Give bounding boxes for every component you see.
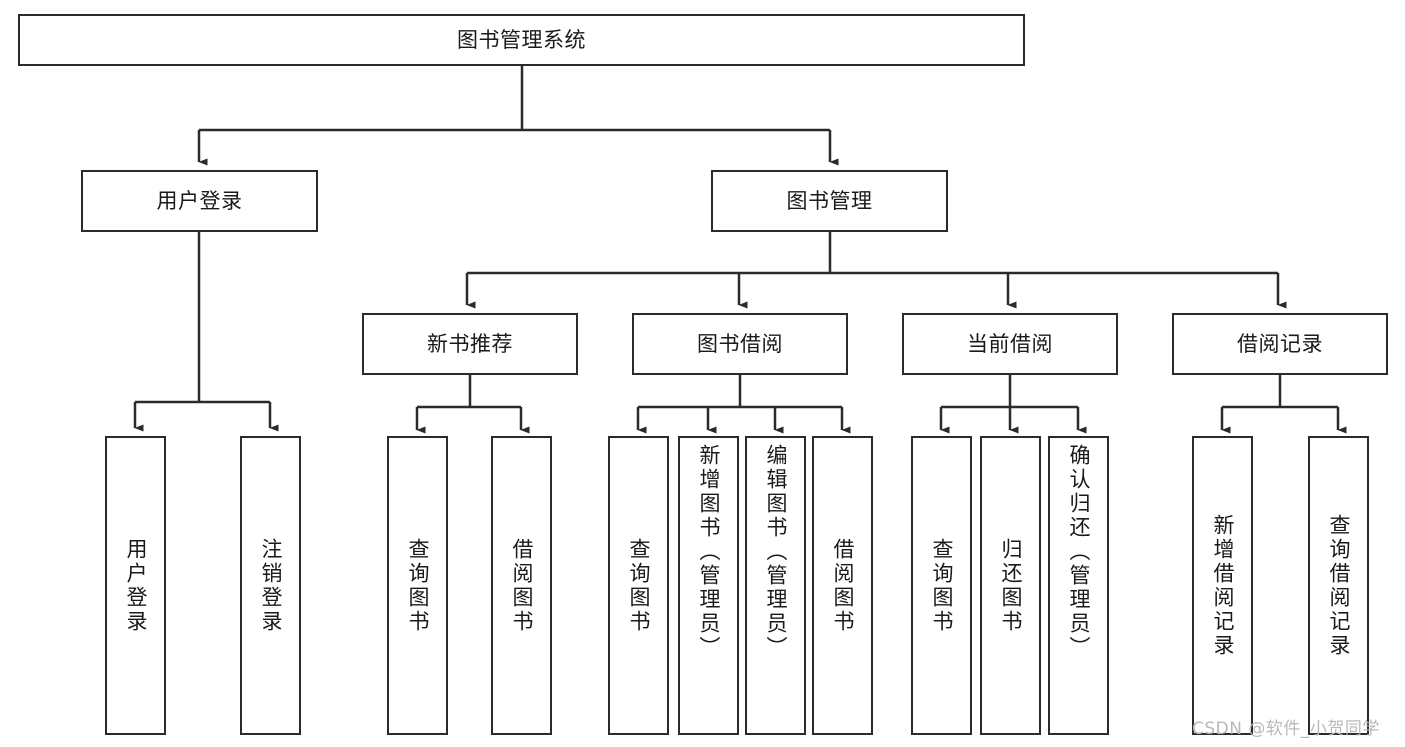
- node-leaf-edit-book[interactable]: 编辑图书（管理员）: [745, 436, 806, 735]
- node-leaf-return-book[interactable]: 归还图书: [980, 436, 1041, 735]
- node-book-borrow[interactable]: 图书借阅: [632, 313, 848, 375]
- node-leaf-add-record-label: 新增借阅记录: [1211, 513, 1235, 658]
- connector-group-borrow-record: [1220, 375, 1347, 434]
- node-leaf-borrow-book-2-label: 借阅图书: [831, 537, 855, 634]
- node-leaf-add-book-label: 新增图书（管理员）: [697, 444, 721, 660]
- node-leaf-borrow-book-1[interactable]: 借阅图书: [491, 436, 552, 735]
- node-user-login[interactable]: 用户登录: [81, 170, 318, 232]
- node-leaf-add-book[interactable]: 新增图书（管理员）: [678, 436, 739, 735]
- connector-group-user-login: [133, 232, 279, 432]
- node-leaf-query-book-2-label: 查询图书: [627, 537, 651, 634]
- node-leaf-confirm-return-label: 确认归还（管理员）: [1067, 444, 1091, 660]
- node-borrow-record-label: 借阅记录: [1237, 331, 1323, 356]
- node-book-borrow-label: 图书借阅: [697, 331, 783, 356]
- node-new-book-recommend[interactable]: 新书推荐: [362, 313, 578, 375]
- node-leaf-query-book-1-label: 查询图书: [406, 537, 430, 634]
- node-leaf-add-record[interactable]: 新增借阅记录: [1192, 436, 1253, 735]
- connector-group-current-borrow: [939, 375, 1087, 434]
- node-leaf-query-book-3[interactable]: 查询图书: [911, 436, 972, 735]
- connector-group-new-book-recommend: [415, 375, 530, 434]
- node-borrow-record[interactable]: 借阅记录: [1172, 313, 1388, 375]
- node-leaf-edit-book-label: 编辑图书（管理员）: [764, 444, 788, 660]
- node-leaf-borrow-book-1-label: 借阅图书: [510, 537, 534, 634]
- node-leaf-borrow-book-2[interactable]: 借阅图书: [812, 436, 873, 735]
- node-current-borrow[interactable]: 当前借阅: [902, 313, 1118, 375]
- node-leaf-return-book-label: 归还图书: [999, 537, 1023, 634]
- node-root-label: 图书管理系统: [457, 27, 586, 52]
- node-book-manage-label: 图书管理: [786, 188, 873, 213]
- node-leaf-query-book-1[interactable]: 查询图书: [387, 436, 448, 735]
- node-leaf-query-book-3-label: 查询图书: [930, 537, 954, 634]
- connector-group-book-borrow: [636, 375, 851, 434]
- node-leaf-logout-label: 注销登录: [259, 537, 283, 634]
- node-leaf-query-record-label: 查询借阅记录: [1327, 513, 1351, 658]
- node-leaf-query-record[interactable]: 查询借阅记录: [1308, 436, 1369, 735]
- node-leaf-user-login-label: 用户登录: [124, 537, 148, 634]
- node-leaf-confirm-return[interactable]: 确认归还（管理员）: [1048, 436, 1109, 735]
- node-new-book-recommend-label: 新书推荐: [427, 331, 513, 356]
- connector-group-root: [197, 66, 839, 166]
- node-root[interactable]: 图书管理系统: [18, 14, 1025, 66]
- node-leaf-logout[interactable]: 注销登录: [240, 436, 301, 735]
- node-current-borrow-label: 当前借阅: [967, 331, 1053, 356]
- node-leaf-user-login[interactable]: 用户登录: [105, 436, 166, 735]
- connector-group-book-manage: [465, 232, 1287, 309]
- node-leaf-query-book-2[interactable]: 查询图书: [608, 436, 669, 735]
- node-user-login-label: 用户登录: [156, 188, 243, 213]
- node-book-manage[interactable]: 图书管理: [711, 170, 948, 232]
